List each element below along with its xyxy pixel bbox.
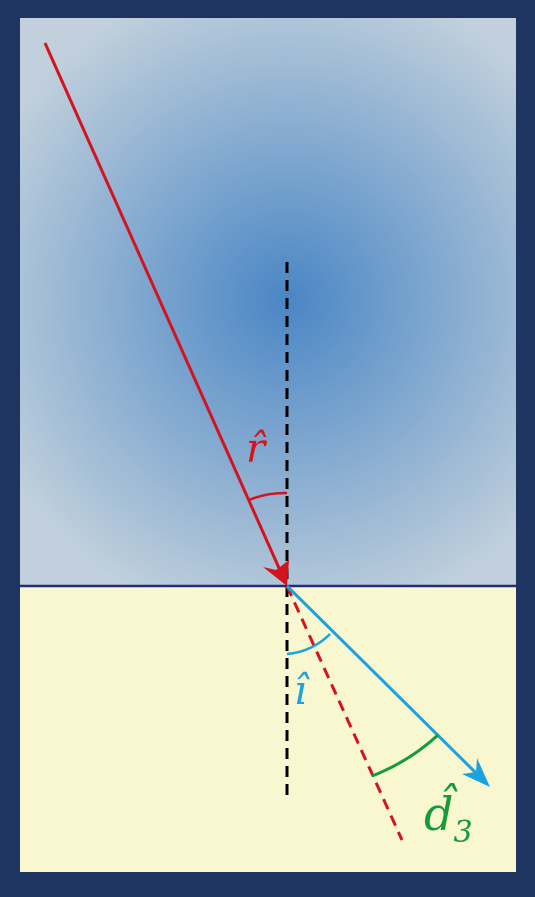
incident-ray-arrowhead xyxy=(263,560,289,586)
upper-medium xyxy=(20,18,516,586)
incident-ray xyxy=(43,42,281,569)
incident-extension-line xyxy=(285,585,404,841)
deviation-angle-label-subscript: 3 xyxy=(453,815,472,850)
refracted-ray xyxy=(285,584,478,775)
refracted-ray-arrowhead xyxy=(462,758,490,787)
refraction-angle-label: î xyxy=(294,668,310,714)
incident-angle-label: r̂ xyxy=(246,426,268,472)
incident-angle-arc xyxy=(248,491,288,502)
deviation-angle-label: d̂3 xyxy=(424,782,473,850)
deviation-angle-label-main: d̂ xyxy=(424,782,458,841)
deviation-angle-arc xyxy=(371,733,440,778)
refraction-angle-arc xyxy=(286,633,331,656)
